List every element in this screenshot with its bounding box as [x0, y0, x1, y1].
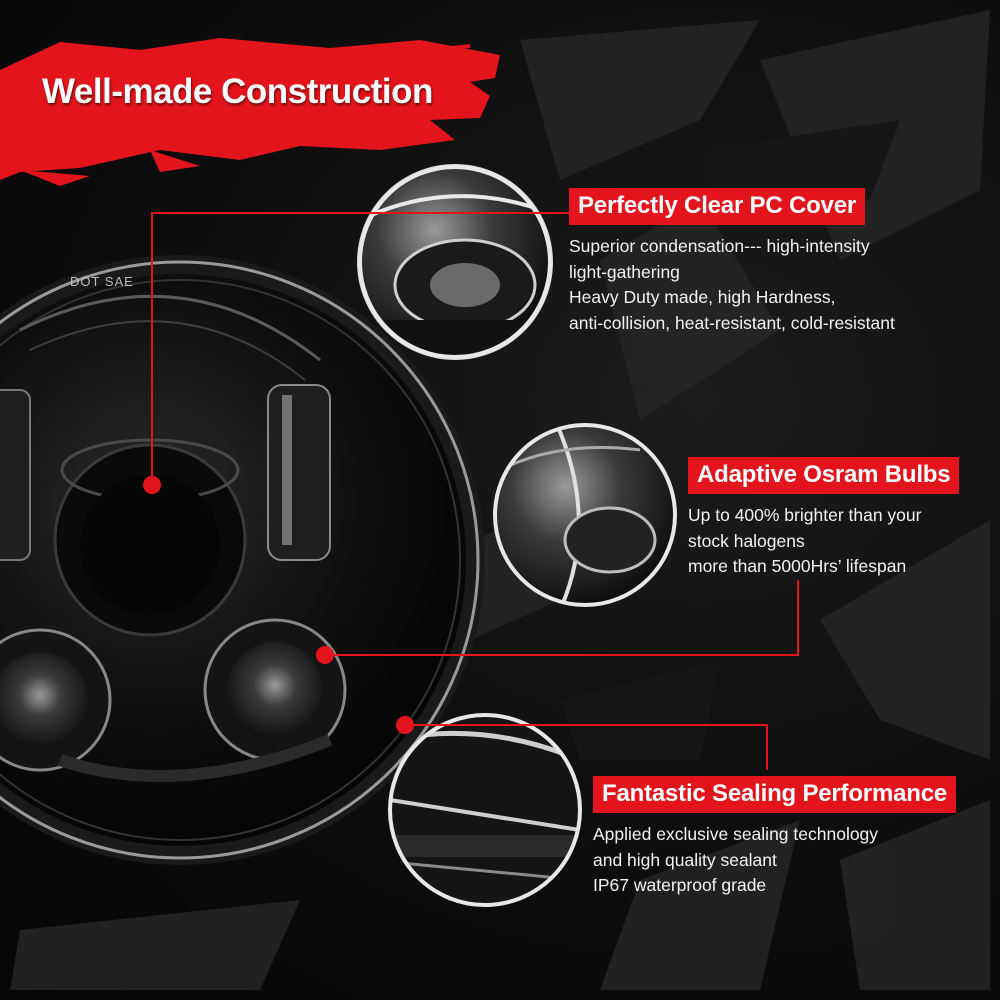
headlight-marking: DOT SAE — [70, 274, 134, 289]
feature-description: Applied exclusive sealing technology and… — [593, 822, 956, 899]
feature-badge: Adaptive Osram Bulbs — [688, 457, 960, 494]
feature-badge: Fantastic Sealing Performance — [593, 776, 956, 813]
feature-line: Superior condensation--- high-intensity — [569, 236, 870, 256]
feature-line: stock halogens — [688, 530, 805, 551]
feature-line: Heavy Duty made, high Hardness, — [569, 287, 836, 307]
feature-line: Up to 400% brighter than your — [688, 505, 922, 525]
feature-line: and high quality sealant — [593, 849, 777, 870]
feature-line: anti-collision, heat-resistant, cold-res… — [569, 312, 895, 333]
feature-line: IP67 waterproof grade — [593, 875, 767, 895]
feature-sealing-performance: Fantastic Sealing Performance Applied ex… — [593, 776, 956, 899]
page-title: Well-made Construction — [42, 72, 433, 111]
feature-line: more than 5000Hrs’ lifespan — [688, 556, 907, 576]
feature-line: light-gathering — [569, 261, 680, 282]
feature-clear-pc-cover: Perfectly Clear PC Cover Superior conden… — [569, 188, 895, 336]
feature-description: Superior condensation--- high-intensity … — [569, 234, 895, 336]
feature-line: Applied exclusive sealing technology — [593, 824, 879, 844]
feature-osram-bulbs: Adaptive Osram Bulbs Up to 400% brighter… — [688, 457, 960, 580]
feature-badge: Perfectly Clear PC Cover — [569, 188, 865, 225]
feature-description: Up to 400% brighter than your stock halo… — [688, 503, 959, 580]
